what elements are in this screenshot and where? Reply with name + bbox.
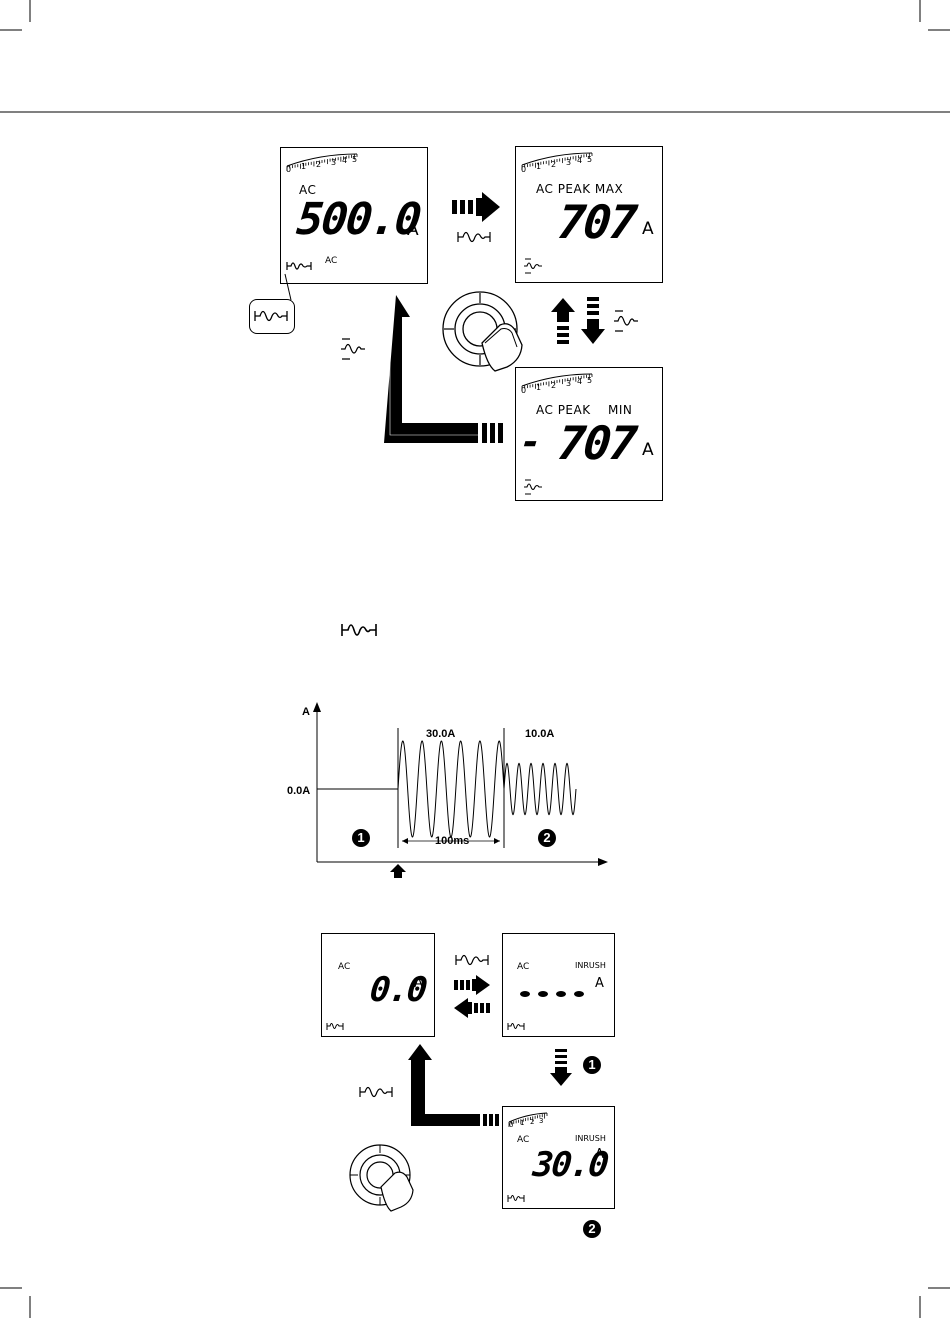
lcd-main: 0 1 2 3 4 5 AC 500.0 A AC <box>280 147 428 284</box>
arrow-down-icon <box>581 297 605 347</box>
lcd-mode-inrush: INRUSH <box>575 961 606 970</box>
lcd-unit: A <box>595 1147 604 1162</box>
peak-wave-icon <box>612 308 640 334</box>
lcd-mode-min: MIN <box>608 403 632 417</box>
lcd-mode: AC PEAK <box>536 403 591 417</box>
duration-arrowhead <box>402 838 408 844</box>
arrow-up-icon <box>551 298 575 348</box>
x-axis-arrowhead <box>598 858 608 866</box>
lcd-sub-mode: AC <box>325 256 337 266</box>
waveform-30a <box>398 741 504 837</box>
step-badge-1: 1 <box>583 1056 601 1074</box>
callout-leader <box>283 272 303 302</box>
rotary-selector-dial <box>345 1140 435 1220</box>
lcd-unit: A <box>414 976 423 991</box>
scale-label-5: 5 <box>587 376 592 385</box>
marker-2: 2 <box>538 829 556 847</box>
lcd-inrush-idle: AC 0.0 A <box>321 933 435 1037</box>
arrow-right-icon <box>452 192 502 222</box>
scale-label-1: 1 <box>536 383 541 392</box>
lcd-sign: - <box>518 422 542 463</box>
inrush-wave-icon <box>358 1083 396 1101</box>
lcd-inrush-result: 0 1 2 3 AC INRUSH 30.0 A <box>502 1106 615 1209</box>
duration-arrowhead <box>494 838 500 844</box>
scale-label-0: 0 <box>509 1121 513 1129</box>
lcd-reading: 707 <box>555 195 638 249</box>
return-arrow-icon <box>408 1044 508 1134</box>
return-arrow-icon <box>380 295 510 445</box>
scale-label-1: 1 <box>536 162 541 171</box>
lcd-reading: 500.0 <box>294 194 422 245</box>
peak-wave-icon <box>339 336 367 362</box>
lcd-mode: AC <box>338 962 350 972</box>
inrush-wave-icon <box>253 307 291 325</box>
lcd-unit: A <box>642 440 654 460</box>
inrush-wave-icon <box>507 1192 529 1204</box>
y-axis-label: A <box>302 706 310 718</box>
annotation-zero: 0.0A <box>287 785 310 797</box>
scale-label-2: 2 <box>551 381 556 390</box>
lcd-mode-inrush: INRUSH <box>575 1134 606 1143</box>
peak-wave-icon <box>522 478 544 496</box>
arrow-left-icon <box>454 998 492 1018</box>
scale-label-2: 2 <box>551 160 556 169</box>
waveform-10a <box>504 763 576 814</box>
annotation-30a: 30.0A <box>426 728 455 740</box>
inrush-wave-icon <box>326 1020 348 1032</box>
inrush-wave-icon <box>285 259 315 273</box>
lcd-unit: A <box>642 219 654 239</box>
dash-display-icon <box>519 989 589 999</box>
inrush-wave-icon <box>456 228 494 246</box>
inrush-wave-icon <box>454 951 492 969</box>
scale-label-4: 4 <box>342 156 347 165</box>
scale-label-3: 3 <box>566 379 571 388</box>
scale-label-0: 0 <box>521 386 526 395</box>
lcd-reading: 707 <box>555 416 638 470</box>
scale-label-2: 2 <box>316 160 321 169</box>
annotation-10a: 10.0A <box>525 728 554 740</box>
lcd-unit: A <box>407 220 419 240</box>
lcd-mode: AC PEAK MAX <box>536 182 623 196</box>
lcd-peak-max: 0 1 2 3 4 5 AC PEAK MAX 707 A <box>515 146 663 283</box>
marker-1: 1 <box>352 829 370 847</box>
arrow-down-icon <box>550 1049 572 1087</box>
inrush-waveform-chart <box>280 700 620 880</box>
scale-label-1: 1 <box>301 162 306 171</box>
y-axis-arrowhead <box>313 702 321 712</box>
scale-label-3: 3 <box>539 1117 543 1125</box>
lcd-peak-min: 0 1 2 3 4 5 AC PEAK MIN - 707 A <box>515 367 663 501</box>
scale-label-5: 5 <box>352 155 357 164</box>
scale-label-4: 4 <box>577 156 582 165</box>
trigger-arrow <box>390 864 406 878</box>
lcd-unit: A <box>595 976 604 991</box>
inrush-wave-icon <box>507 1020 529 1032</box>
annotation-duration: 100ms <box>435 835 469 847</box>
scale-label-3: 3 <box>566 158 571 167</box>
lcd-mode: AC <box>517 962 529 972</box>
scale-label-4: 4 <box>577 377 582 386</box>
scale-label-0: 0 <box>286 165 291 174</box>
scale-label-3: 3 <box>331 158 336 167</box>
arrow-right-icon <box>454 975 492 995</box>
lcd-mode: AC <box>517 1135 529 1145</box>
lcd-inrush-armed: AC INRUSH A <box>502 933 615 1037</box>
peak-wave-icon <box>522 257 544 275</box>
scale-label-2: 2 <box>530 1118 534 1126</box>
step-badge-2: 2 <box>583 1220 601 1238</box>
scale-label-5: 5 <box>587 155 592 164</box>
inrush-wave-icon <box>340 620 384 640</box>
scale-label-0: 0 <box>521 165 526 174</box>
scale-label-1: 1 <box>520 1119 524 1127</box>
